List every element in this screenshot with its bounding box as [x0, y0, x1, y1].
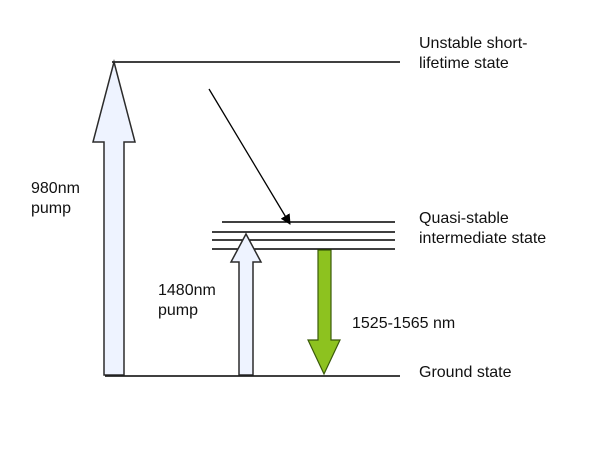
- emission-wavelength-label: 1525-1565 nm: [352, 315, 456, 332]
- decay-arrow: [208, 88, 291, 225]
- pump-980nm-arrow: [92, 59, 136, 376]
- pump-1480nm-label: 1480nm pump: [158, 282, 216, 319]
- pump-1480nm-arrow: [229, 232, 263, 376]
- pump-980nm-label: 980nm pump: [31, 180, 80, 217]
- quasi-stable-state-label: Quasi-stable intermediate state: [419, 210, 547, 247]
- emission-arrow: [307, 249, 341, 376]
- unstable-state-label: Unstable short- lifetime state: [419, 35, 528, 72]
- ground-state-label: Ground state: [419, 364, 512, 381]
